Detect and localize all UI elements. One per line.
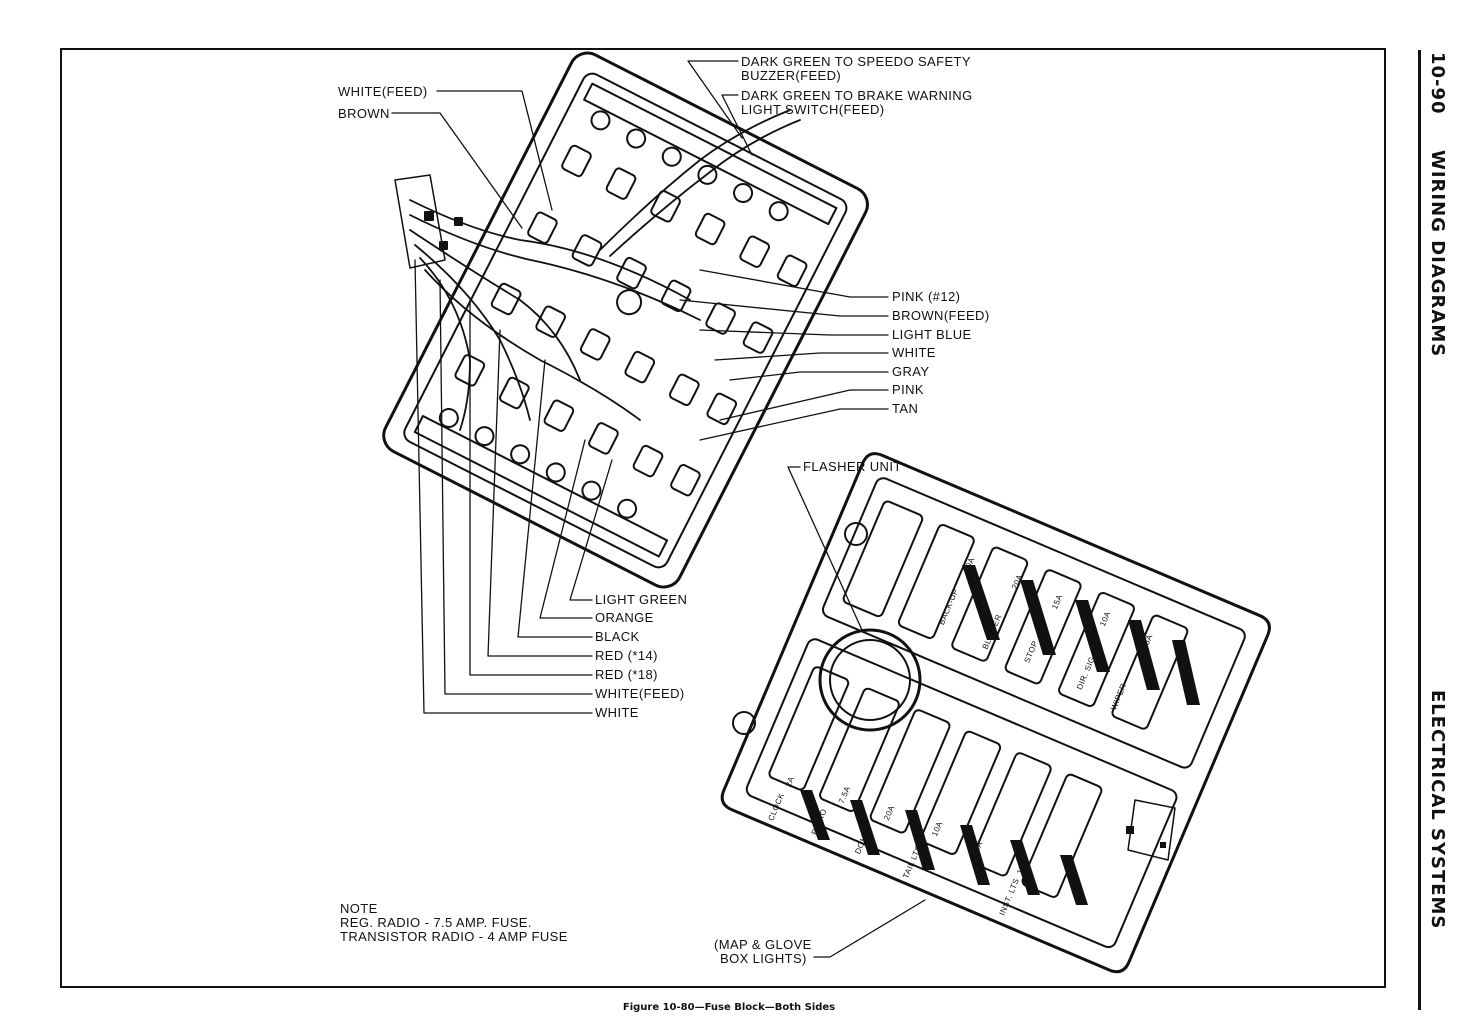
diagram-frame bbox=[60, 48, 1386, 988]
label-map-glove-1: (MAP & GLOVE bbox=[714, 937, 812, 952]
label-orange: ORANGE bbox=[595, 610, 654, 625]
label-pink: PINK bbox=[892, 382, 924, 397]
mount-bolt-bottom bbox=[732, 711, 756, 735]
label-flasher-unit: FLASHER UNIT bbox=[803, 459, 902, 474]
label-white-feed-top: WHITE(FEED) bbox=[338, 84, 428, 99]
label-red-18: RED (*18) bbox=[595, 667, 658, 682]
label-dark-green-speedo-2: BUZZER(FEED) bbox=[741, 68, 842, 83]
note-title: NOTE bbox=[340, 901, 378, 916]
label-white-feed-bottom: WHITE(FEED) bbox=[595, 686, 685, 701]
label-light-blue: LIGHT BLUE bbox=[892, 327, 972, 342]
label-tan: TAN bbox=[892, 401, 919, 416]
fuse-elements bbox=[800, 565, 1200, 905]
label-dark-green-brake-2: LIGHT SWITCH(FEED) bbox=[741, 102, 885, 117]
label-red-14: RED (*14) bbox=[595, 648, 658, 663]
label-gray: GRAY bbox=[892, 364, 930, 379]
mount-bolt-top bbox=[844, 522, 868, 546]
leader-lines bbox=[391, 60, 926, 958]
label-pink-12: PINK (#12) bbox=[892, 289, 961, 304]
front-fuse-block bbox=[720, 452, 1271, 974]
note-line-1: REG. RADIO - 7.5 AMP. FUSE. bbox=[340, 915, 532, 930]
harness-stub bbox=[394, 174, 463, 269]
figure-caption: Figure 10-80—Fuse Block—Both Sides bbox=[622, 1002, 836, 1013]
wire-harness bbox=[409, 109, 801, 431]
label-white-right: WHITE bbox=[892, 345, 936, 360]
label-brown-feed: BROWN(FEED) bbox=[892, 308, 990, 323]
label-black: BLACK bbox=[595, 629, 640, 644]
label-map-glove-2: BOX LIGHTS) bbox=[720, 951, 807, 966]
label-dark-green-brake-1: DARK GREEN TO BRAKE WARNING bbox=[741, 88, 973, 103]
label-dark-green-speedo-1: DARK GREEN TO SPEEDO SAFETY bbox=[741, 54, 971, 69]
rear-fuse-block bbox=[382, 51, 869, 589]
label-white-bottom: WHITE bbox=[595, 705, 639, 720]
note-line-2: TRANSISTOR RADIO - 4 AMP FUSE bbox=[340, 929, 568, 944]
margin-rule bbox=[1418, 50, 1421, 1010]
label-light-green: LIGHT GREEN bbox=[595, 592, 688, 607]
flasher-unit bbox=[818, 628, 922, 732]
label-brown-top: BROWN bbox=[338, 106, 390, 121]
